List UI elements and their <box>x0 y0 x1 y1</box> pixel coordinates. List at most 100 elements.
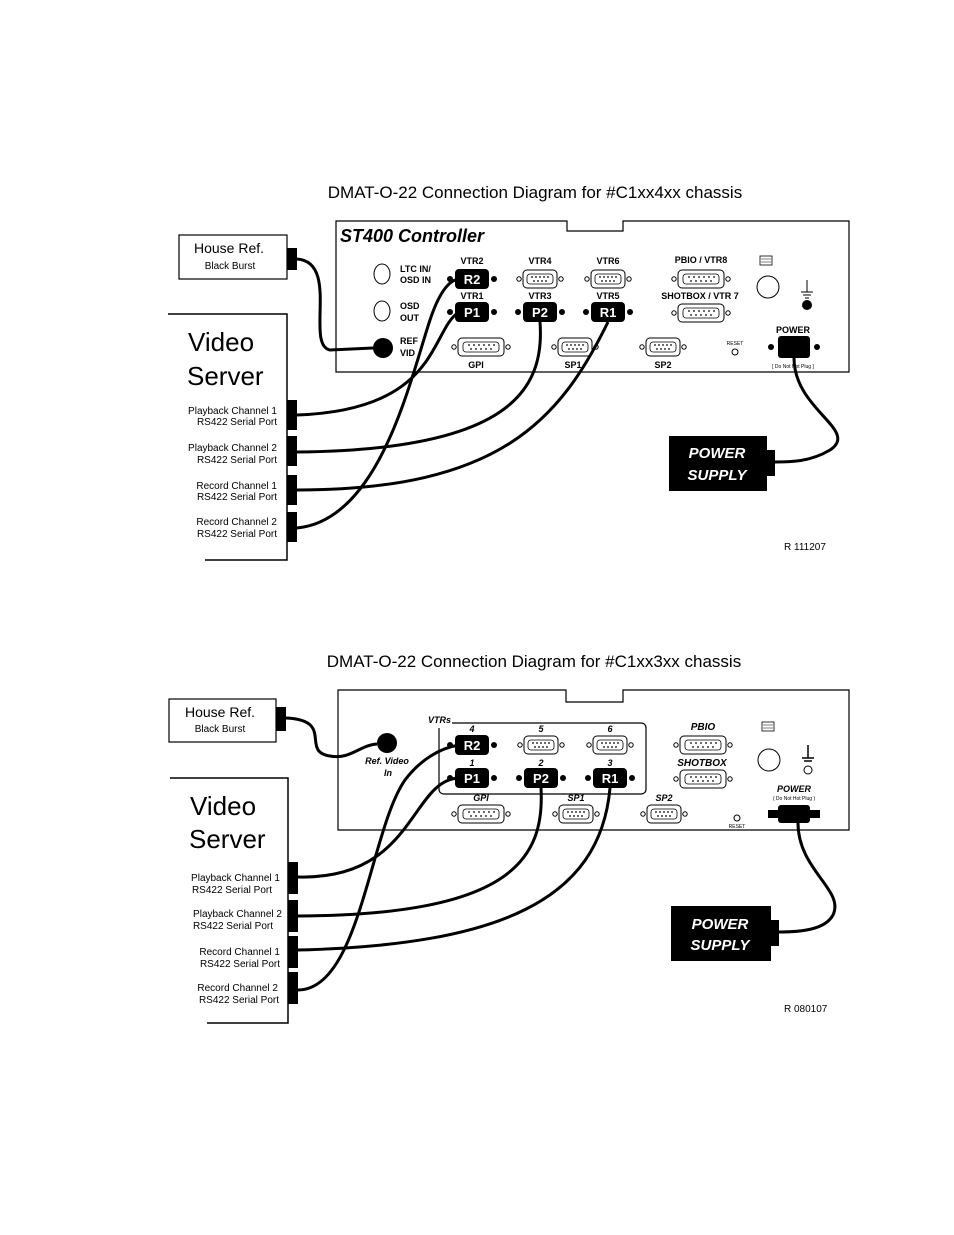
vtr-2-number: 2 <box>537 758 543 768</box>
ref-video-jack <box>377 733 397 753</box>
reset-button-2 <box>733 814 741 822</box>
channel-4-name-2: Record Channel 2 <box>197 983 278 994</box>
osd-label: OSD <box>400 301 420 311</box>
cable-ref <box>296 257 374 352</box>
sp2-label: SP2 <box>654 360 671 370</box>
house-ref-label: House Ref. <box>194 240 264 256</box>
revision-label-2: R 080107 <box>784 1004 828 1015</box>
keyboard-icon <box>759 255 773 266</box>
r1-port-label-2: R1 <box>602 771 619 786</box>
ground-icon-2 <box>802 745 814 762</box>
cable-power <box>774 357 840 464</box>
osd-out-jack <box>373 300 391 322</box>
house-ref-label-2: House Ref. <box>185 704 255 720</box>
channel-2-name-2: Playback Channel 2 <box>193 909 282 920</box>
cable-playback-1 <box>296 310 460 417</box>
channel-1-port-2: RS422 Serial Port <box>192 885 272 896</box>
power-supply-plug-2 <box>771 920 779 946</box>
shotbox-label: SHOTBOX / VTR 7 <box>661 291 739 301</box>
video-server-label-1: Video <box>188 327 254 357</box>
reset-label-2: RESET <box>729 824 746 830</box>
gpi-label-2: GPI <box>473 793 489 803</box>
r1-port-label: R1 <box>600 305 617 320</box>
channel-1-name: Playback Channel 1 <box>188 406 277 417</box>
channel-1-port: RS422 Serial Port <box>197 417 277 428</box>
channel-2-connector <box>287 436 297 466</box>
channel-4-port-2: RS422 Serial Port <box>199 995 279 1006</box>
osd-in-label: OSD IN <box>400 275 431 285</box>
power-supply-box <box>669 436 767 491</box>
diagram-1-title: DMAT-O-22 Connection Diagram for #C1xx4x… <box>328 183 742 202</box>
power-connector-2 <box>768 805 820 823</box>
channel-4-name: Record Channel 2 <box>196 517 277 528</box>
vtr4-label: VTR4 <box>528 256 551 266</box>
channel-4-port: RS422 Serial Port <box>197 529 277 540</box>
shotbox-label-2: SHOTBOX <box>677 758 728 769</box>
chassis-2 <box>337 689 850 831</box>
channel-2-connector-2 <box>288 900 298 932</box>
ltc-in-label: LTC IN/ <box>400 264 431 274</box>
power-label-2: POWER <box>777 784 812 794</box>
cable-record-2 <box>296 277 460 530</box>
power-label: POWER <box>776 325 811 335</box>
channel-4-connector-2 <box>288 972 298 1004</box>
controller-chassis <box>335 220 850 373</box>
diagram-2-title: DMAT-O-22 Connection Diagram for #C1xx3x… <box>327 652 741 671</box>
video-server-label-2a: Video <box>190 791 256 821</box>
diagram-2: DMAT-O-22 Connection Diagram for #C1xx3x… <box>168 652 850 1024</box>
ground-post-2 <box>803 765 813 775</box>
power-supply-label-2: SUPPLY <box>688 467 749 484</box>
vtrs-label: VTRs <box>428 715 451 725</box>
vtr-6-number: 6 <box>607 724 613 734</box>
ref-label: REF <box>400 336 419 346</box>
channel-2-name: Playback Channel 2 <box>188 443 277 454</box>
vtr-3-number: 3 <box>607 758 612 768</box>
vtr-group-outline <box>438 722 647 795</box>
power-supply-plug <box>767 450 775 476</box>
ref-vid-jack <box>373 338 393 358</box>
ref-in-label: In <box>384 768 393 778</box>
p2-port-label: P2 <box>532 305 548 320</box>
black-burst-label: Black Burst <box>205 261 256 272</box>
video-server-label-2b: Server <box>189 824 266 854</box>
cable-record-1 <box>296 321 610 492</box>
channel-1-connector-2 <box>288 862 298 894</box>
p1-port-label-2: P1 <box>464 771 480 786</box>
channel-1-connector <box>287 400 297 430</box>
ps2-port <box>756 275 780 299</box>
ltc-in-jack <box>373 263 391 285</box>
cable-ref-2 <box>285 716 378 759</box>
cable-playback-1-2 <box>297 776 460 879</box>
channel-3-connector <box>287 475 297 505</box>
keyboard-icon-2 <box>761 721 775 732</box>
gpi-label: GPI <box>468 360 484 370</box>
power-supply-box-2 <box>671 906 771 961</box>
power-note-2: ( Do Not Hot Plug ) <box>773 796 816 802</box>
channel-2-port-2: RS422 Serial Port <box>193 921 273 932</box>
out-label: OUT <box>400 313 420 323</box>
channel-3-connector-2 <box>288 936 298 968</box>
vtr-1-number: 1 <box>469 758 474 768</box>
reset-button <box>731 348 739 356</box>
power-supply-label-2b: SUPPLY <box>691 937 752 954</box>
black-burst-label-2: Black Burst <box>195 724 246 735</box>
ref-video-label: Ref. Video <box>365 756 409 766</box>
cable-playback-2 <box>296 321 542 454</box>
ground-post <box>802 300 812 310</box>
power-connector <box>768 336 820 358</box>
ps2-port-2 <box>757 748 781 772</box>
p2-port-label-2: P2 <box>533 771 549 786</box>
cable-power-2 <box>778 822 837 934</box>
power-supply-label-2a: POWER <box>692 916 749 933</box>
cable-playback-2-2 <box>297 787 543 918</box>
diagram-1: DMAT-O-22 Connection Diagram for #C1xx4x… <box>168 183 850 561</box>
house-ref-connector-2 <box>276 707 286 731</box>
channel-4-connector <box>287 512 297 542</box>
vtr3-label: VTR3 <box>528 291 551 301</box>
vtr-4-number: 4 <box>468 724 474 734</box>
sp2-label-2: SP2 <box>655 793 672 803</box>
channel-3-name-2: Record Channel 1 <box>199 947 280 958</box>
cable-record-1-2 <box>297 787 612 952</box>
channel-2-port: RS422 Serial Port <box>197 455 277 466</box>
vtr1-label: VTR1 <box>460 291 483 301</box>
